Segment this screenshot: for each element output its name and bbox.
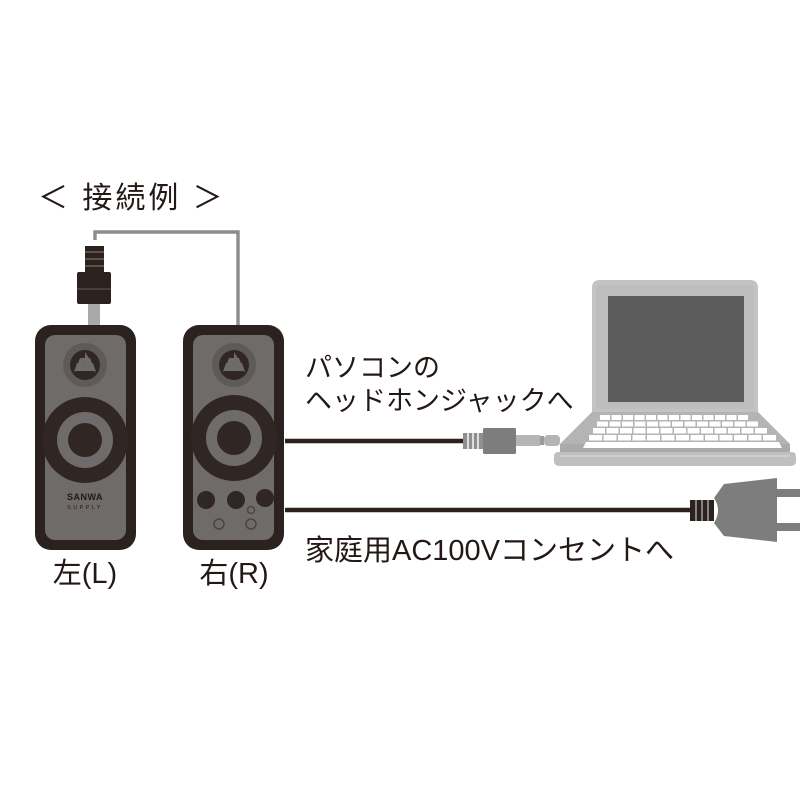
knob-3 — [256, 489, 274, 507]
indicator-ring-2 — [213, 518, 225, 530]
speaker-link-cable — [93, 230, 240, 330]
ac-prong-top — [775, 489, 800, 497]
brand-logo-line2: SUPPLY — [67, 505, 103, 511]
diagram-title: ＜ 接続例 ＞ — [38, 182, 226, 215]
knob-2 — [227, 491, 245, 509]
speaker-left: SANWA SUPPLY — [35, 325, 136, 550]
laptop — [554, 280, 796, 466]
audio-plug — [463, 428, 560, 454]
speaker-left-label: 左(L) — [53, 557, 117, 590]
indicator-ring-3 — [245, 518, 257, 530]
ac-outlet-label: 家庭用AC100Vコンセントへ — [305, 534, 674, 567]
knob-1 — [197, 491, 215, 509]
pc-jack-label-line2: ヘッドホンジャックへ — [305, 386, 574, 416]
brand-logo-line1: SANWA — [67, 492, 103, 502]
ac-prong-bottom — [775, 523, 800, 531]
speaker-link-connector — [77, 246, 111, 332]
control-knobs — [197, 489, 274, 530]
speaker-right-label: 右(R) — [199, 557, 268, 590]
indicator-ring-1 — [246, 505, 256, 515]
laptop-keyboard — [583, 415, 782, 448]
speaker-right — [183, 325, 284, 550]
ac-power-plug — [690, 478, 800, 542]
laptop-screen — [608, 296, 744, 402]
pc-jack-label-line1: パソコンの — [305, 353, 440, 383]
